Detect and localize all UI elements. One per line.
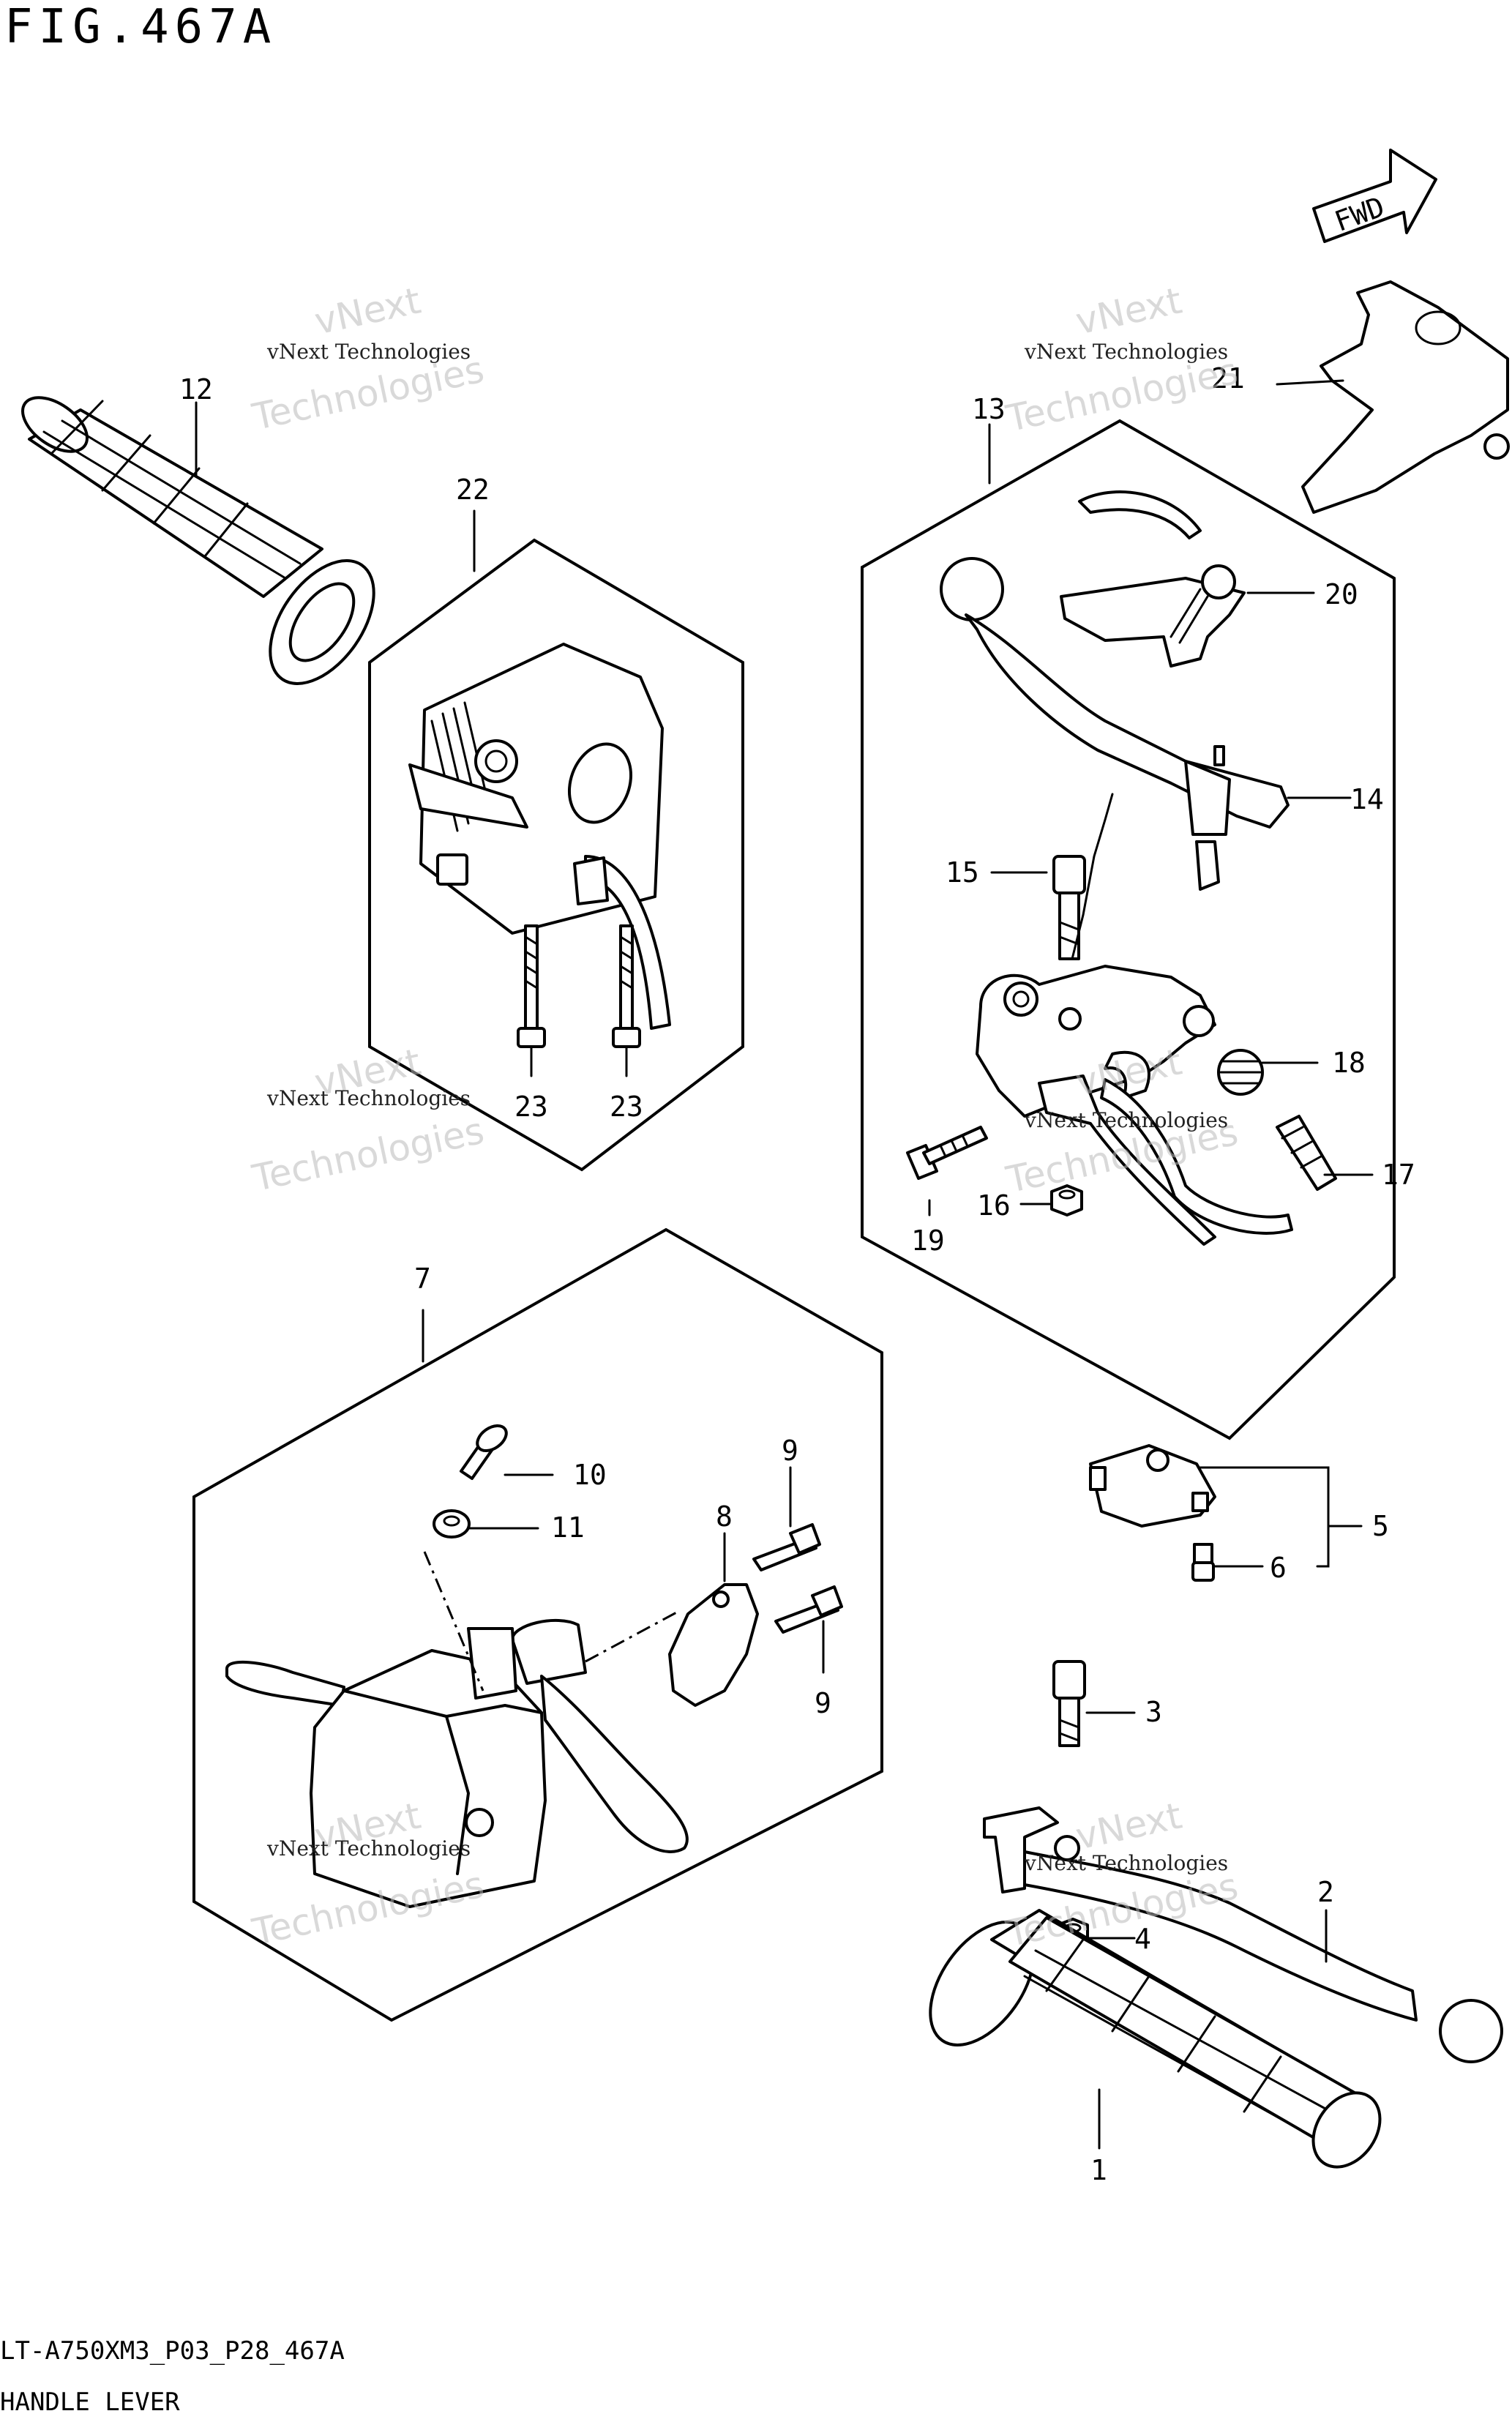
watermark-3: vNext Technologies xyxy=(248,1041,487,1200)
callout-23b: 23 xyxy=(610,1091,643,1123)
switch-kit-outline-22 xyxy=(368,538,744,1172)
fwd-label: FWD xyxy=(1331,190,1389,238)
callout-23a: 23 xyxy=(514,1091,548,1123)
diagram-name: HANDLE LEVER xyxy=(0,2388,180,2417)
watermark-big-3: vNext xyxy=(1072,280,1186,343)
callout-5: 5 xyxy=(1372,1510,1389,1542)
bracket-20-drawing xyxy=(1060,490,1246,668)
leader-lines xyxy=(195,379,1374,2150)
cover-21-drawing xyxy=(1301,280,1510,514)
watermark-small-1: vNext Technologies xyxy=(266,340,471,364)
callout-13: 13 xyxy=(972,393,1006,425)
callout-18: 18 xyxy=(1332,1047,1366,1079)
callout-12: 12 xyxy=(179,373,213,405)
switch-22-drawing xyxy=(408,643,671,1048)
bolt-15-drawing xyxy=(1052,855,1086,960)
callout-2: 2 xyxy=(1317,1876,1334,1908)
switch-assy-7-drawing xyxy=(225,1424,843,1908)
watermark-small-3: vNext Technologies xyxy=(266,1086,471,1110)
switch-assy-outline-7 xyxy=(192,1227,883,2022)
watermark-small-6: vNext Technologies xyxy=(1024,1851,1228,1875)
callout-19: 19 xyxy=(911,1225,945,1257)
bolt-3-drawing xyxy=(1052,1660,1086,1747)
bolt-19-drawing xyxy=(906,1126,988,1180)
callout-10: 10 xyxy=(573,1459,607,1491)
callout-1: 1 xyxy=(1090,2154,1107,2186)
callout-6: 6 xyxy=(1270,1552,1287,1584)
lever-2-drawing xyxy=(983,1806,1503,2063)
switch-5-drawing xyxy=(1089,1444,1216,1582)
callout-17: 17 xyxy=(1382,1159,1415,1191)
callout-16: 16 xyxy=(977,1189,1011,1222)
watermark-small-4: vNext Technologies xyxy=(1024,1108,1228,1132)
callouts: 12 22 13 21 20 14 15 18 17 16 19 23 23 7… xyxy=(179,362,1415,2186)
callout-15: 15 xyxy=(946,856,979,889)
diagram-code: LT-A750XM3_P03_P28_467A xyxy=(0,2336,345,2366)
grip-1-drawing xyxy=(929,1909,1382,2169)
callout-21: 21 xyxy=(1211,362,1245,395)
watermark-big-1: vNext xyxy=(311,280,424,343)
lever-kit-outline-13 xyxy=(861,419,1396,1440)
watermark-big-6: Technologies xyxy=(248,1110,487,1200)
callout-20: 20 xyxy=(1325,578,1358,610)
lever-14-drawing xyxy=(940,557,1290,891)
holder-13-drawing xyxy=(976,793,1293,1246)
callout-22: 22 xyxy=(456,474,490,506)
figure-title: FIG.467A xyxy=(4,0,277,54)
callout-3: 3 xyxy=(1145,1696,1162,1728)
callout-7: 7 xyxy=(414,1263,431,1295)
watermark-small-2: vNext Technologies xyxy=(1024,340,1228,364)
callout-11: 11 xyxy=(551,1511,585,1544)
callout-4: 4 xyxy=(1134,1923,1151,1955)
callout-9a: 9 xyxy=(782,1435,798,1467)
watermark-big-11: vNext xyxy=(1072,1795,1186,1858)
callout-8: 8 xyxy=(716,1500,733,1533)
spring-18-drawing xyxy=(1217,1049,1264,1096)
nut-16-drawing xyxy=(1050,1184,1083,1216)
plug-17-drawing xyxy=(1276,1115,1337,1191)
callout-14: 14 xyxy=(1350,783,1384,815)
fwd-arrow-icon: FWD xyxy=(1312,149,1437,243)
watermark-small-5: vNext Technologies xyxy=(266,1836,471,1861)
grip-12-drawing xyxy=(21,396,375,685)
callout-9b: 9 xyxy=(815,1687,831,1719)
